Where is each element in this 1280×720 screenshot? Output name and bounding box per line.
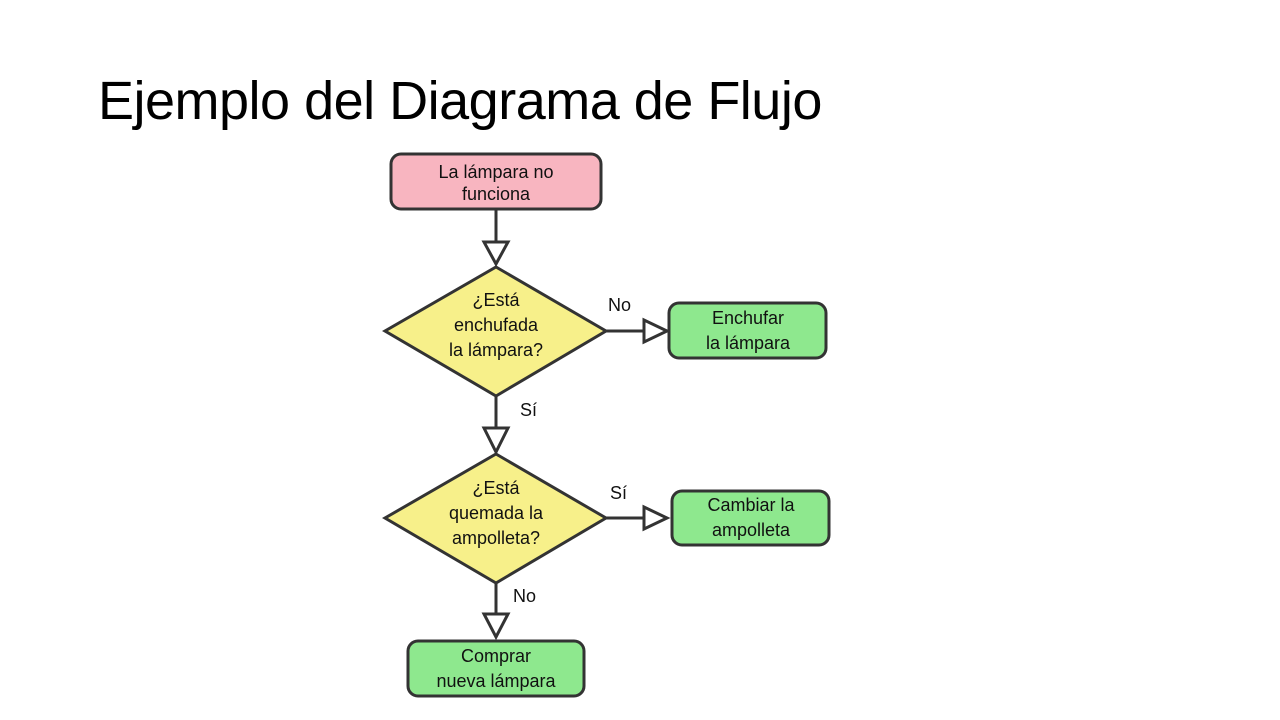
- arrowhead-right-icon: [642, 317, 671, 345]
- arrowhead-right-icon: [642, 504, 671, 532]
- decision1-line2: enchufada: [454, 315, 539, 335]
- action2-line2: ampolleta: [712, 520, 791, 540]
- arrowheads: [481, 240, 671, 641]
- connectors: [494, 209, 644, 614]
- arrowhead-down-icon: [481, 426, 511, 456]
- decision2-no-label: No: [513, 586, 536, 606]
- decision2-line3: ampolleta?: [452, 528, 540, 548]
- action1-line1: Enchufar: [712, 308, 784, 328]
- start-node-line2: funciona: [462, 184, 531, 204]
- action-replace-bulb: Cambiar la ampolleta: [670, 489, 831, 547]
- start-node-line1: La lámpara no: [438, 162, 553, 182]
- action1-line2: la lámpara: [706, 333, 791, 353]
- action-plug-lamp: Enchufar la lámpara: [667, 301, 828, 360]
- arrowhead-down-icon: [481, 612, 511, 641]
- decision1-line3: la lámpara?: [449, 340, 543, 360]
- action2-line1: Cambiar la: [707, 495, 795, 515]
- decision-bulb-burnt: ¿Está quemada la ampolleta?: [382, 452, 609, 585]
- decision1-line1: ¿Está: [472, 290, 520, 310]
- decision2-yes-label: Sí: [610, 483, 627, 503]
- action3-line1: Comprar: [461, 646, 531, 666]
- decision-plugged-in: ¿Está enchufada la lámpara?: [382, 265, 609, 398]
- slide-title: Ejemplo del Diagrama de Flujo: [98, 71, 822, 131]
- decision2-line2: quemada la: [449, 503, 544, 523]
- start-node: La lámpara no funciona: [389, 152, 603, 211]
- action-buy-new-lamp: Comprar nueva lámpara: [406, 639, 586, 698]
- action3-line2: nueva lámpara: [436, 671, 556, 691]
- arrowhead-down-icon: [481, 240, 511, 268]
- decision2-line1: ¿Está: [472, 478, 520, 498]
- decision1-no-label: No: [608, 295, 631, 315]
- decision1-yes-label: Sí: [520, 400, 537, 420]
